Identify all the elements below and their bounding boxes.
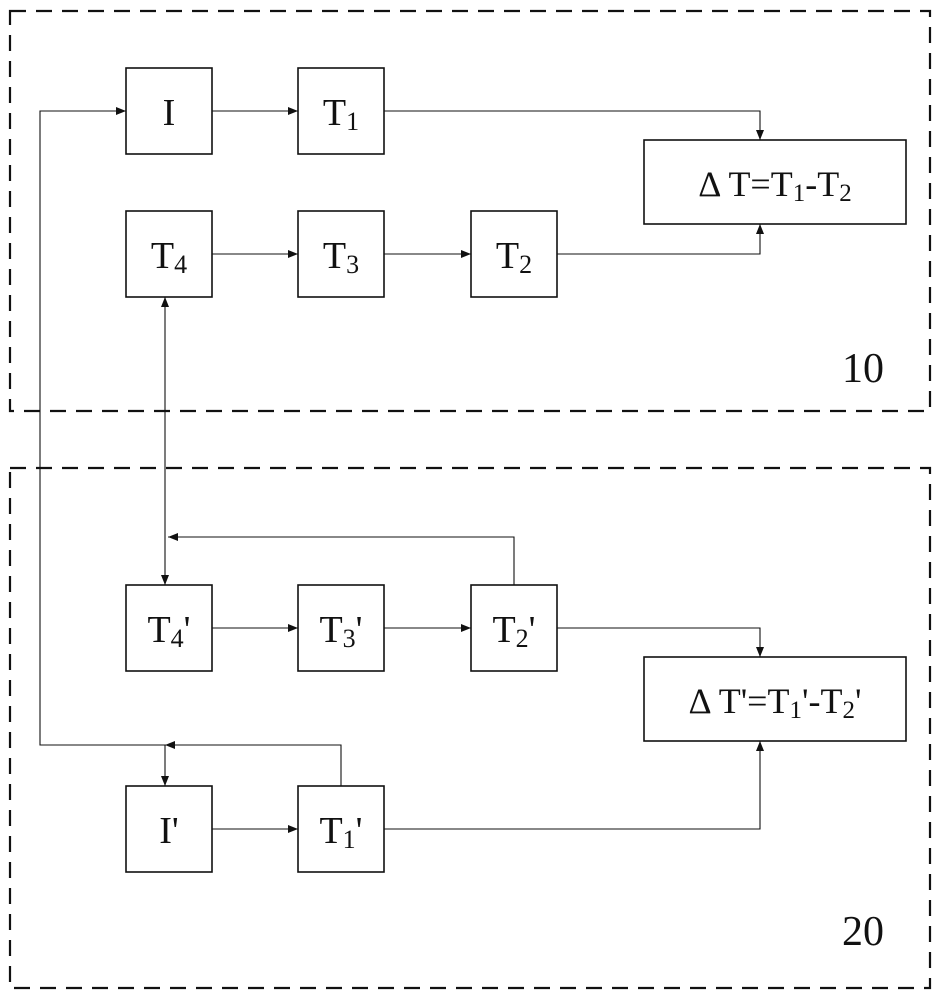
region-20 bbox=[8, 466, 932, 990]
svg-text:Δ T=T1-T2: Δ T=T1-T2 bbox=[698, 164, 851, 207]
svg-text:T1: T1 bbox=[323, 92, 359, 136]
loop-to-i bbox=[39, 107, 165, 746]
arrow-t1-to-delta bbox=[384, 110, 764, 140]
delta-t-block: Δ T=T1-T2 bbox=[643, 139, 907, 225]
svg-text:I: I bbox=[163, 92, 176, 134]
block-t2-prime: T2' bbox=[470, 584, 558, 672]
region-label-20: 20 bbox=[842, 909, 884, 955]
feedback-t2-prime bbox=[168, 533, 515, 585]
block-i: I bbox=[125, 67, 213, 155]
block-t1-prime: T1' bbox=[297, 785, 385, 873]
block-t4: T4 bbox=[125, 210, 213, 298]
block-t1: T1 bbox=[297, 67, 385, 155]
arrow-t2-to-delta bbox=[557, 224, 764, 255]
arrow-t2p-to-delta bbox=[557, 627, 764, 657]
svg-text:I': I' bbox=[159, 810, 179, 852]
region-label-10: 10 bbox=[842, 346, 884, 392]
block-t2: T2 bbox=[470, 210, 558, 298]
svg-text:T4: T4 bbox=[151, 235, 187, 279]
delta-t-prime-block: Δ T'=T1'-T2' bbox=[643, 656, 907, 742]
block-t3: T3 bbox=[297, 210, 385, 298]
svg-text:T2': T2' bbox=[492, 609, 535, 653]
feedback-t1-prime bbox=[165, 741, 342, 786]
svg-text:T3': T3' bbox=[319, 609, 362, 653]
svg-text:Δ T'=T1'-T2': Δ T'=T1'-T2' bbox=[689, 681, 862, 724]
block-i-prime: I' bbox=[125, 785, 213, 873]
block-t3-prime: T3' bbox=[297, 584, 385, 672]
block-t4-prime: T4' bbox=[125, 584, 213, 672]
arrow-t1p-to-delta bbox=[384, 741, 764, 830]
svg-text:T4': T4' bbox=[147, 609, 190, 653]
svg-text:T3: T3 bbox=[323, 235, 359, 279]
svg-text:T1': T1' bbox=[319, 810, 362, 854]
region-10 bbox=[8, 9, 932, 413]
svg-text:T2: T2 bbox=[496, 235, 532, 279]
